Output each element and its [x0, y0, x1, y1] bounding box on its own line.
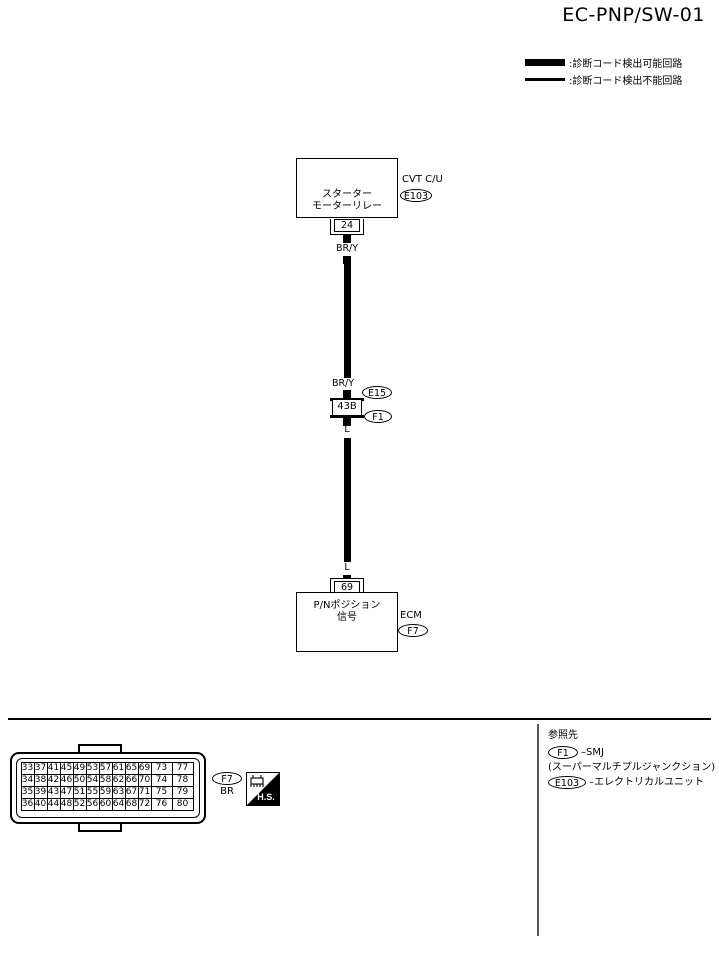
reference-badge-e103: E103 — [548, 776, 586, 789]
reference-badge-f1: F1 — [548, 746, 578, 759]
connector-badge-f7: F7 — [398, 624, 428, 637]
junction-terminal-43b: 43B — [332, 399, 362, 416]
wire-segment-upper — [343, 262, 351, 378]
ecm-unit-label: ECM — [400, 610, 422, 621]
connector-view-badge-f7: F7 — [212, 772, 242, 785]
connector-shell-inner-outline — [16, 758, 200, 818]
legend-item-undetectable: :診断コード検出不能回路 — [525, 71, 705, 88]
pin-60: 60 — [98, 797, 113, 811]
junction-lower-stub-icon — [343, 418, 351, 426]
connector-view-wire-color: BR — [220, 786, 234, 797]
connector-badge-e103: E103 — [400, 189, 432, 202]
hs-icon-text: H.S. — [257, 792, 275, 802]
pin-36: 36 — [20, 797, 35, 811]
wire-segment-lower — [343, 438, 351, 562]
legend: :診断コード検出可能回路 :診断コード検出不能回路 — [525, 54, 705, 88]
pin-76: 76 — [150, 797, 173, 811]
relay-name-line2: モーターリレー — [312, 201, 382, 212]
terminal-69: 69 — [330, 578, 364, 594]
pin-40: 40 — [33, 797, 48, 811]
reference-entry-e103: E103 –エレクトリカルユニット — [548, 775, 716, 790]
legend-swatch-thick-icon — [525, 59, 567, 66]
legend-label-detectable: :診断コード検出可能回路 — [569, 59, 683, 70]
ecm-name-line2: 信号 — [337, 612, 357, 623]
reference-sub-f1: (スーパーマルチプルジャンクション) — [548, 762, 716, 773]
wire-label-br-y-mid: BR/Y — [331, 378, 355, 389]
terminal-24: 24 — [330, 219, 364, 235]
pin-72: 72 — [137, 797, 152, 811]
wire-top-stub-icon — [343, 256, 351, 264]
reference-title: 参照先 — [548, 730, 578, 741]
hs-icon: H.S. — [246, 772, 280, 806]
reference-block: 参照先 F1 –SMJ (スーパーマルチプルジャンクション) E103 –エレク… — [548, 728, 716, 790]
connector-tab-top-icon — [78, 744, 122, 754]
legend-item-detectable: :診断コード検出可能回路 — [525, 54, 705, 71]
terminal-24-stub-icon — [343, 235, 351, 243]
junction-tab-bottom-icon — [330, 415, 364, 418]
pin-68: 68 — [124, 797, 139, 811]
pin-52: 52 — [72, 797, 87, 811]
horizontal-divider — [8, 718, 711, 720]
wire-label-l-lower: L — [344, 562, 350, 573]
relay-name-line1: スターター — [322, 189, 372, 200]
pin-64: 64 — [111, 797, 126, 811]
starter-motor-relay-box: スターター モーターリレー — [296, 158, 398, 218]
pin-44: 44 — [46, 797, 61, 811]
pin-56: 56 — [85, 797, 100, 811]
wire-label-br-y-top: BR/Y — [335, 243, 359, 254]
reference-label-f1: –SMJ — [581, 747, 604, 758]
cvt-cu-label: CVT C/U — [402, 174, 443, 185]
junction-upper-stub-icon — [343, 390, 351, 398]
legend-swatch-thin-icon — [525, 78, 567, 81]
connector-badge-e15: E15 — [362, 386, 392, 399]
connector-badge-f1: F1 — [364, 410, 392, 423]
hs-icon-graphic: H.S. — [247, 773, 279, 805]
page-title: EC-PNP/SW-01 — [562, 4, 705, 26]
pin-48: 48 — [59, 797, 74, 811]
reference-label-e103: –エレクトリカルユニット — [589, 777, 704, 788]
connector-tab-bottom-icon — [78, 822, 122, 832]
reference-entry-f1: F1 –SMJ — [548, 745, 716, 760]
connector-view-reference: F7 BR — [212, 772, 242, 797]
wire-label-l-upper: L — [344, 424, 350, 435]
pin-80: 80 — [171, 797, 194, 811]
terminal-24-number: 24 — [334, 219, 360, 232]
ecm-box: P/Nポジション 信号 — [296, 592, 398, 652]
vertical-divider — [537, 724, 539, 936]
ecm-name-line1: P/Nポジション — [313, 600, 381, 611]
legend-label-undetectable: :診断コード検出不能回路 — [569, 76, 683, 87]
